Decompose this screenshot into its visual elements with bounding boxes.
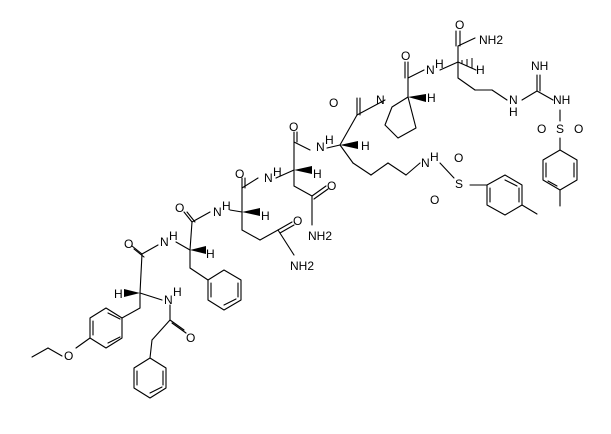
- label-arg-nh-n: N: [426, 63, 435, 77]
- label-lys-side-h: H: [430, 150, 439, 164]
- label-asn-side-o: O: [327, 179, 336, 193]
- label-arg-sulfonyl-s: S: [556, 122, 564, 136]
- label-pro-carbonyl-o: O: [401, 49, 410, 63]
- label-nh2-c-terminal: NH2: [479, 33, 503, 47]
- label-acyl-carbonyl-o: O: [186, 331, 195, 345]
- label-tyr-carbonyl-o: O: [124, 237, 133, 251]
- label-gln-nh-n: N: [213, 205, 222, 219]
- label-tyr-nh-n: N: [164, 293, 173, 307]
- label-arg-guanidine-n-left-h: H: [509, 105, 518, 119]
- label-lys-nh-h: H: [325, 133, 334, 147]
- label-lys-side-n: N: [421, 156, 430, 170]
- phe-residue: [175, 211, 242, 311]
- label-pro-n: N: [376, 93, 385, 107]
- label-arg-alpha-h: H: [476, 63, 485, 77]
- label-asn-nh-n: N: [264, 171, 273, 185]
- label-gln-side-o: O: [293, 214, 302, 228]
- label-tyr-nh-h: H: [173, 285, 182, 299]
- label-arg-sulfonyl-o-right: O: [574, 122, 583, 136]
- label-lys-sulfonyl-s: S: [455, 177, 463, 191]
- asn-residue: [275, 131, 329, 226]
- label-arg-sulfonyl-o-left: O: [537, 122, 546, 136]
- label-gln-carbonyl-o: O: [235, 167, 244, 181]
- label-phe-nh-n: N: [160, 235, 169, 249]
- label-pro-alpha-h: H: [427, 91, 436, 105]
- label-gln-nh-h: H: [222, 199, 231, 213]
- tyr-residue: [31, 244, 163, 358]
- label-arg-guanidine-imine: NH: [531, 59, 548, 73]
- label-c-terminal-amide-o: O: [455, 18, 464, 32]
- label-lys-alpha-h: H: [361, 139, 370, 153]
- lys-residue: [326, 97, 538, 216]
- label-lys-sulfonyl-o-bottom: O: [430, 193, 439, 207]
- label-phe-carbonyl-o: O: [175, 201, 184, 215]
- label-lys-sulfonyl-o-top: O: [454, 151, 463, 165]
- label-asn-nh-h: H: [273, 165, 282, 179]
- label-phe-alpha-h: H: [206, 247, 215, 261]
- label-gln-alpha-h: H: [261, 209, 270, 223]
- label-gln-side-nh2: NH2: [290, 259, 314, 273]
- atom-labels: NH2 O H N H NH N H NH O S O O N H O N H …: [64, 18, 583, 363]
- label-lys-carbonyl-o: O: [329, 96, 338, 110]
- label-asn-alpha-h: H: [313, 167, 322, 181]
- label-arg-guanidine-nh-right: NH: [553, 93, 570, 107]
- pro-residue: [356, 61, 426, 139]
- label-ethoxy-o: O: [64, 349, 73, 363]
- label-arg-nh-h: H: [435, 57, 444, 71]
- label-asn-carbonyl-o: O: [289, 120, 298, 134]
- phenylacetyl-group: [133, 304, 187, 399]
- label-lys-nh-n: N: [316, 140, 325, 154]
- gln-residue: [229, 177, 295, 256]
- label-arg-guanidine-n-left: N: [509, 93, 518, 107]
- arg-residue: [439, 30, 578, 207]
- label-asn-side-nh2: NH2: [308, 229, 332, 243]
- label-tyr-alpha-h: H: [114, 287, 123, 301]
- label-phe-nh-h: H: [169, 229, 178, 243]
